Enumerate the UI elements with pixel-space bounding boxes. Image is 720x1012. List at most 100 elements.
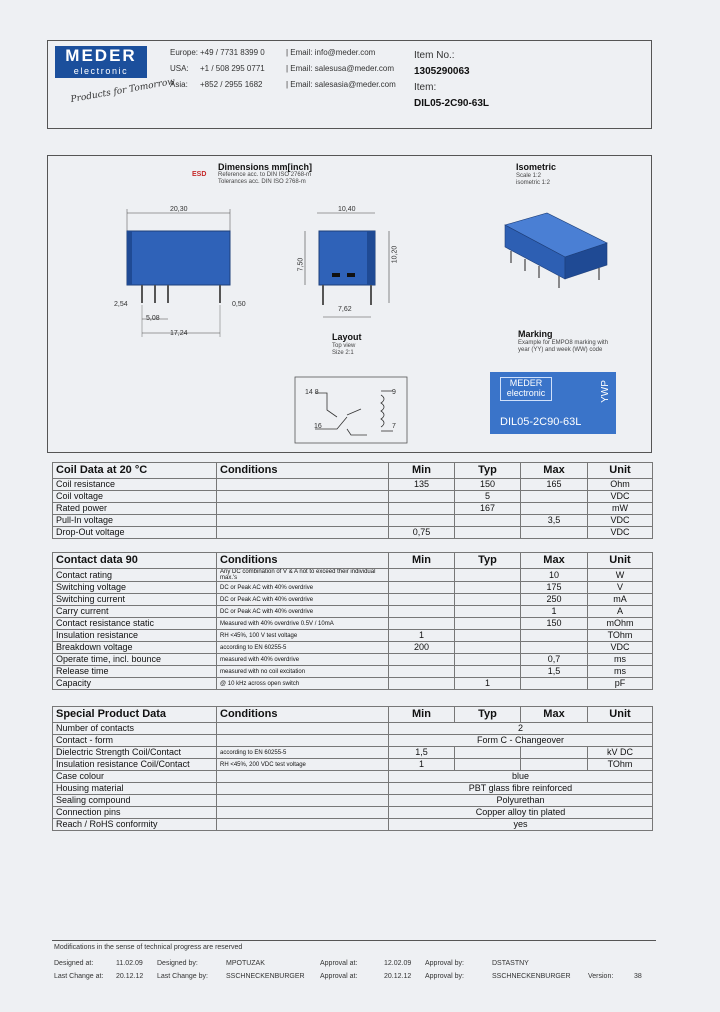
table-cell: Insulation resistance Coil/Contact [52,758,217,771]
table-cell: Capacity [52,677,217,690]
table-header: Min [388,706,455,723]
table-cell: Switching voltage [52,581,217,594]
table-cell: @ 10 kHz across open switch [216,677,389,690]
table-cell: ms [587,653,653,666]
version-label: Version: [588,973,614,980]
layout-pins-br: 7 [392,423,396,430]
table-header: Min [388,462,455,479]
table-cell [454,758,521,771]
table-cell [454,653,521,666]
last-change-at: 20.12.12 [116,973,144,980]
table-header: Unit [587,706,653,723]
table-header: Conditions [216,706,389,723]
table-cell: DC or Peak AC with 40% overdrive [216,593,389,606]
dim-width-side: 20,30 [170,206,188,213]
logo-subtext: electronic [73,66,129,76]
table-cell: Connection pins [52,806,217,819]
table-cell: 1,5 [520,665,588,678]
table-cell: VDC [587,490,653,503]
table-cell [216,782,389,795]
item-value: DIL05-2C90-63L [414,98,490,109]
designed-by-label: Designed by: [157,960,198,967]
contact-region: USA: [170,64,189,73]
table-cell [216,490,389,503]
footer-rule [52,940,656,941]
table-cell: W [587,568,653,582]
designed-at: 11.02.09 [116,960,143,967]
table-cell: according to EN 60255-5 [216,641,389,654]
table-cell [216,794,389,807]
layout-pins-bl: 16 [314,423,322,430]
contact-phone: +49 / 7731 8399 0 [200,48,265,57]
table-header: Max [520,462,588,479]
layout-pins-right: 9 [392,389,396,396]
table-cell: 200 [388,641,455,654]
table-cell: Insulation resistance [52,629,217,642]
table-cell: ms [587,665,653,678]
table-cell [520,629,588,642]
table-cell [216,722,389,735]
layout-note-1: Top view [332,343,356,349]
table-header: Special Product Data [52,706,217,723]
approval-by: DSTASTNY [492,960,529,967]
table-cell [520,490,588,503]
table-cell [454,665,521,678]
table-cell [388,617,455,630]
table-cell [388,677,455,690]
table-cell [520,746,588,759]
table-cell: measured with 40% overdrive [216,653,389,666]
marking-note-1: Example for EMPO8 marking with [518,340,609,346]
table-cell: Pull-In voltage [52,514,217,527]
table-cell: Any DC combination of V & A not to excee… [216,568,389,582]
table-cell: 5 [454,490,521,503]
table-cell: mOhm [587,617,653,630]
dimensions-note-1: Reference acc. to DIN ISO 2768-m [218,172,312,178]
table-cell [388,581,455,594]
dim-pin-dia: 0,50 [232,301,246,308]
table-cell: kV DC [587,746,653,759]
technical-drawing [126,209,608,444]
table-cell: mA [587,593,653,606]
isometric-drawing [504,212,608,288]
table-header: Coil Data at 20 °C [52,462,217,479]
dim-height: 10,20 [391,245,399,264]
isometric-note-2: isometric 1:2 [516,180,551,186]
table-cell: 10 [520,568,588,582]
last-change-by-label: Last Change by: [157,973,208,980]
table-cell: VDC [587,526,653,539]
table-cell: 1 [454,677,521,690]
table-cell [454,526,521,539]
isometric-title: Isometric [516,162,557,172]
table-cell: according to EN 60255-5 [216,746,389,759]
table-cell: Drop-Out voltage [52,526,217,539]
marking-part-number: DIL05-2C90-63L [500,416,582,428]
table-cell [388,490,455,503]
table-cell: 150 [454,478,521,491]
table-cell [520,758,588,771]
table-cell [454,629,521,642]
table-cell [454,641,521,654]
table-cell: 150 [520,617,588,630]
table-cell: Number of contacts [52,722,217,735]
last-approval-at: 20.12.12 [384,973,412,980]
dim-1724: 17,24 [170,330,188,337]
item-label: Item: [414,82,437,93]
table-cell [520,502,588,515]
table-cell: Case colour [52,770,217,783]
table-cell: RH <45%, 200 VDC test voltage [216,758,389,771]
table-cell: Contact resistance static [52,617,217,630]
table-cell: Measured with 40% overdrive 0.5V / 10mA [216,617,389,630]
table-cell: Copper alloy tin plated [388,806,653,819]
table-cell: Housing material [52,782,217,795]
